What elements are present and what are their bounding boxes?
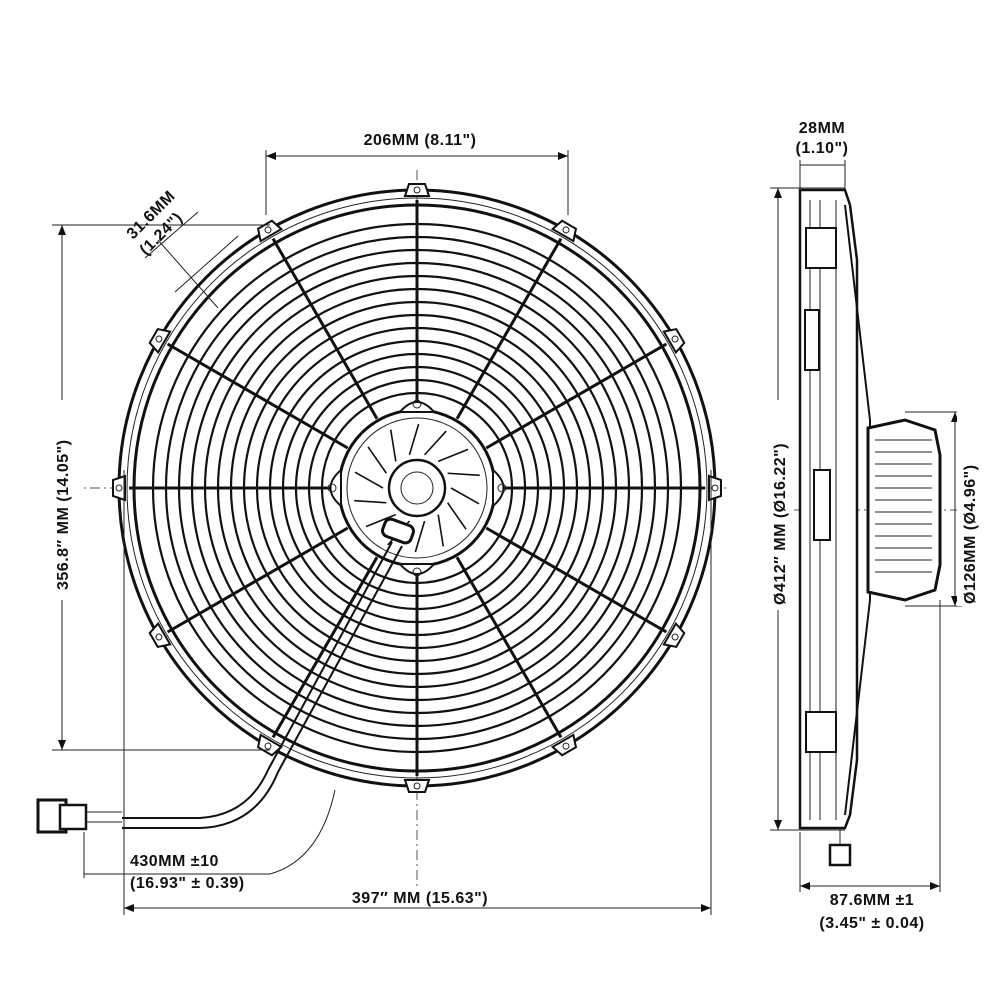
dim-diameter-label: Ø412″ MM (Ø16.22") bbox=[772, 443, 789, 605]
hub-blade-mark bbox=[365, 513, 397, 528]
mounting-tab bbox=[550, 733, 578, 757]
dim-cable-length-mm: 430MM ±10 bbox=[130, 853, 219, 870]
grille-spoke bbox=[485, 526, 668, 634]
cable-grommet bbox=[381, 517, 415, 545]
mounting-tab bbox=[403, 183, 431, 197]
mounting-tab bbox=[148, 327, 172, 355]
hub-blade-mark bbox=[437, 514, 445, 547]
hub-blade-mark bbox=[354, 471, 384, 489]
grille-spokes bbox=[129, 200, 705, 776]
dim-cable-length-in: (16.93" ± 0.39) bbox=[130, 875, 245, 892]
dim-thickness-in: (1.10") bbox=[796, 140, 849, 157]
side-tab-top bbox=[805, 227, 837, 269]
hub-blade-mark bbox=[414, 520, 426, 553]
mounting-tab bbox=[708, 474, 722, 502]
side-label-plate bbox=[804, 309, 820, 371]
side-motor-bracket bbox=[813, 469, 831, 541]
grille-spoke bbox=[455, 237, 563, 420]
hub-blade-marks bbox=[354, 423, 480, 553]
mounting-tab bbox=[403, 779, 431, 793]
hub-blade-mark bbox=[354, 499, 387, 504]
power-cable-inner bbox=[122, 545, 403, 829]
mounting-tabs bbox=[112, 183, 722, 793]
hub-blade-mark bbox=[389, 429, 397, 462]
grille-spoke bbox=[166, 342, 349, 450]
hub-blade-mark bbox=[447, 472, 480, 477]
fan-side-view bbox=[770, 188, 960, 867]
motor-shaft-cap bbox=[387, 458, 447, 518]
mounting-tab bbox=[148, 621, 172, 649]
dim-depth-mm: 87.6MM ±1 bbox=[830, 892, 914, 909]
grille-spoke bbox=[455, 556, 563, 739]
shroud-inner-edge bbox=[126, 197, 708, 779]
dim-overall-width-label: 397″ MM (15.63") bbox=[352, 890, 488, 907]
mounting-tab bbox=[550, 219, 578, 243]
mounting-tab bbox=[112, 474, 126, 502]
dim-thickness-mm: 28MM bbox=[799, 120, 845, 137]
hub-blade-mark bbox=[450, 487, 480, 505]
mounting-tab bbox=[662, 621, 686, 649]
dim-motor-diameter-label: Ø126MM (Ø4.96") bbox=[962, 464, 979, 604]
power-cable-outer bbox=[122, 541, 393, 819]
hub-inner-ring bbox=[346, 417, 488, 559]
grille-spoke bbox=[271, 556, 379, 739]
hub-blade-mark bbox=[408, 423, 420, 456]
grille-spoke bbox=[166, 526, 349, 634]
hub-blade-mark bbox=[446, 502, 467, 530]
hub-blade-mark bbox=[437, 448, 469, 463]
side-view-dimensions: 28MM (1.10") Ø412″ MM (Ø16.22") Ø126MM (… bbox=[764, 120, 981, 932]
dim-depth-in: (3.45" ± 0.04) bbox=[819, 915, 924, 932]
hub-ears bbox=[327, 399, 507, 577]
hub-blade-mark bbox=[367, 446, 388, 474]
grille-spoke bbox=[485, 342, 668, 450]
side-connector bbox=[828, 843, 852, 867]
hub-blade-mark bbox=[423, 430, 447, 456]
side-tab-bottom bbox=[805, 711, 837, 753]
motor-fins bbox=[875, 439, 932, 573]
dim-top-width-label: 206MM (8.11") bbox=[364, 132, 477, 149]
fan-front-view bbox=[36, 170, 730, 900]
shaft-inner-ring bbox=[400, 471, 434, 505]
motor-body bbox=[866, 418, 942, 602]
grille-spoke bbox=[271, 237, 379, 420]
mounting-tab bbox=[256, 219, 284, 243]
dim-height-label: 356.8″ MM (14.05") bbox=[55, 439, 72, 590]
wire-connector bbox=[36, 798, 122, 834]
mounting-tab bbox=[662, 327, 686, 355]
